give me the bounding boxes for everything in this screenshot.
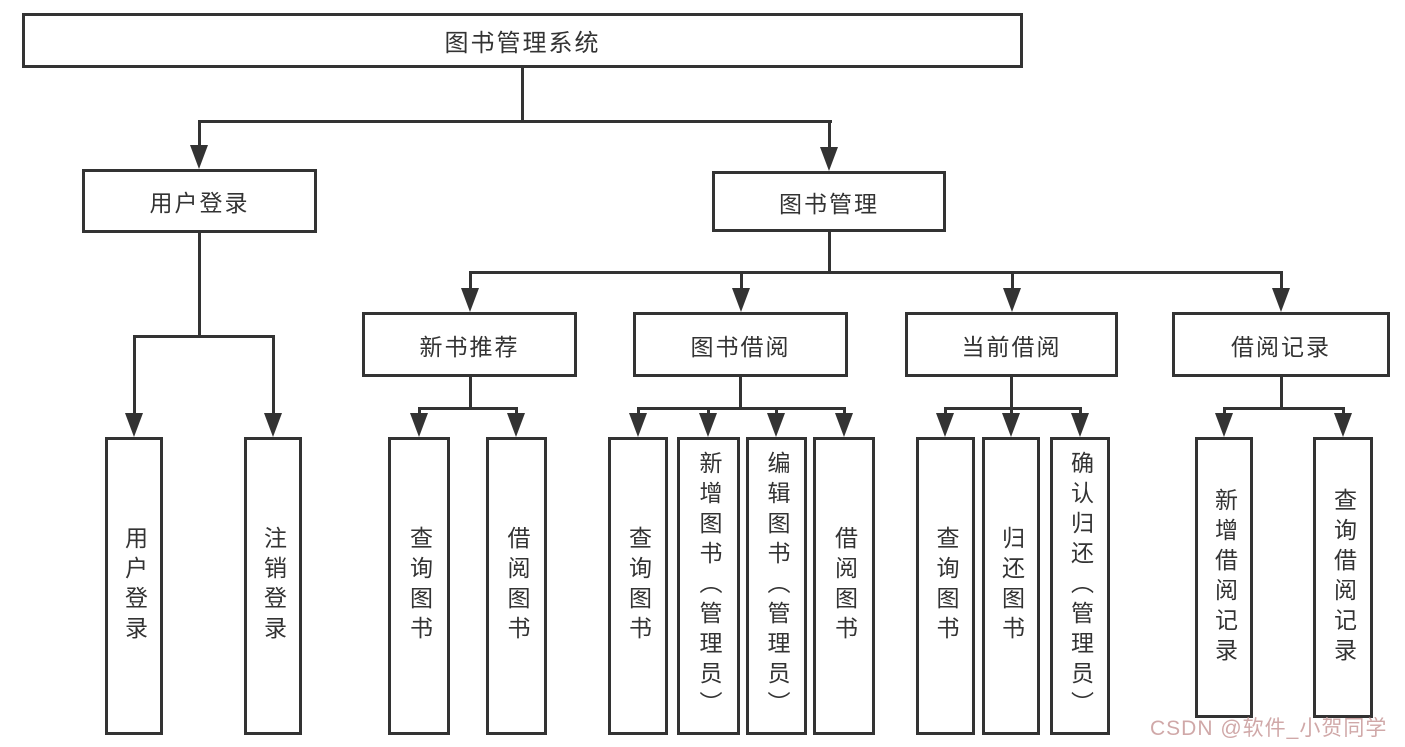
arrow-down-icon <box>264 413 282 437</box>
arrow-down-icon <box>190 145 208 169</box>
connector-line <box>521 66 524 123</box>
connector-line <box>1011 271 1014 291</box>
node-book-borrowing: 图书借阅 <box>633 312 848 377</box>
connector-line <box>843 407 846 416</box>
leaf-label: 借阅图书 <box>504 526 530 646</box>
leaf-label: 用户登录 <box>121 526 148 646</box>
connector-line <box>198 231 201 337</box>
csdn-watermark: CSDN @软件_小贺同学 <box>1150 717 1388 740</box>
connector-line <box>1079 407 1082 416</box>
leaf-query-borrow-record: 查询借阅记录 <box>1313 437 1373 718</box>
arrow-down-icon <box>936 413 954 437</box>
node-label: 用户登录 <box>149 190 250 216</box>
connector-line <box>469 375 472 409</box>
node-library-management-system: 图书管理系统 <box>22 13 1023 68</box>
node-user-login: 用户登录 <box>82 169 317 233</box>
arrow-down-icon <box>1334 413 1352 437</box>
node-current-borrowing: 当前借阅 <box>905 312 1118 377</box>
leaf-label: 新增借阅记录 <box>1211 487 1238 668</box>
connector-line <box>740 271 743 291</box>
arrow-down-icon <box>732 288 750 312</box>
leaf-add-books-admin: 新增图书（管理员） <box>677 437 740 735</box>
connector-line <box>198 120 201 148</box>
leaf-label: 借阅图书 <box>831 526 858 646</box>
node-label: 图书借阅 <box>690 333 791 360</box>
node-new-book-recommendation: 新书推荐 <box>362 312 577 377</box>
leaf-label: 查询借阅记录 <box>1330 487 1357 668</box>
leaf-borrow-books: 借阅图书 <box>813 437 875 735</box>
node-borrowing-records: 借阅记录 <box>1172 312 1390 377</box>
leaf-query-books-recommend: 查询图书 <box>388 437 450 735</box>
connector-line <box>637 407 846 410</box>
connector-line <box>418 407 518 410</box>
leaf-return-books: 归还图书 <box>982 437 1040 735</box>
node-label: 借阅记录 <box>1231 333 1331 360</box>
arrow-down-icon <box>1002 413 1020 437</box>
leaf-query-books-borrow: 查询图书 <box>608 437 668 735</box>
arrow-down-icon <box>1071 413 1089 437</box>
arrow-down-icon <box>507 413 525 437</box>
connector-line <box>1342 407 1345 416</box>
connector-line <box>944 407 1082 410</box>
leaf-label: 注销登录 <box>260 526 287 646</box>
connector-line <box>133 335 136 415</box>
arrow-down-icon <box>1272 288 1290 312</box>
arrow-down-icon <box>1003 288 1021 312</box>
arrow-down-icon <box>699 413 717 437</box>
connector-line <box>944 407 947 416</box>
connector-line <box>1223 407 1345 410</box>
connector-line <box>1280 375 1283 409</box>
connector-line <box>272 335 275 415</box>
connector-line <box>1280 271 1283 291</box>
connector-line <box>637 407 640 416</box>
leaf-label: 查询图书 <box>933 526 959 646</box>
connector-line <box>198 120 832 123</box>
arrow-down-icon <box>820 147 838 171</box>
connector-line <box>739 375 742 409</box>
connector-line <box>469 271 472 291</box>
connector-line <box>1010 375 1013 409</box>
arrow-down-icon <box>125 413 143 437</box>
arrow-down-icon <box>629 413 647 437</box>
arrow-down-icon <box>767 413 785 437</box>
leaf-label: 确认归还（管理员） <box>1067 451 1094 721</box>
connector-line <box>1223 407 1226 416</box>
connector-line <box>418 407 421 416</box>
node-label: 图书管理系统 <box>444 30 601 57</box>
leaf-confirm-return-admin: 确认归还（管理员） <box>1050 437 1110 735</box>
leaf-borrow-books-recommend: 借阅图书 <box>486 437 547 735</box>
leaf-label: 编辑图书（管理员） <box>764 451 790 721</box>
leaf-label: 归还图书 <box>998 526 1025 646</box>
leaf-label: 新增图书（管理员） <box>696 451 722 721</box>
connector-line <box>828 120 831 150</box>
leaf-user-login: 用户登录 <box>105 437 163 735</box>
arrow-down-icon <box>1215 413 1233 437</box>
arrow-down-icon <box>410 413 428 437</box>
connector-line <box>469 271 1283 274</box>
connector-line <box>515 407 518 416</box>
leaf-add-borrow-record: 新增借阅记录 <box>1195 437 1253 718</box>
connector-line <box>133 335 275 338</box>
leaf-query-books-current: 查询图书 <box>916 437 975 735</box>
leaf-logout: 注销登录 <box>244 437 302 735</box>
leaf-label: 查询图书 <box>406 526 433 646</box>
connector-line <box>775 407 778 416</box>
arrow-down-icon <box>835 413 853 437</box>
leaf-label: 查询图书 <box>625 526 652 646</box>
leaf-edit-books-admin: 编辑图书（管理员） <box>746 437 807 735</box>
arrow-down-icon <box>461 288 479 312</box>
connector-line <box>1010 407 1013 416</box>
node-label: 当前借阅 <box>961 333 1062 360</box>
node-label: 图书管理 <box>779 190 879 217</box>
node-label: 新书推荐 <box>419 333 520 360</box>
node-book-management: 图书管理 <box>712 171 946 232</box>
connector-line <box>707 407 710 416</box>
connector-line <box>828 230 831 274</box>
